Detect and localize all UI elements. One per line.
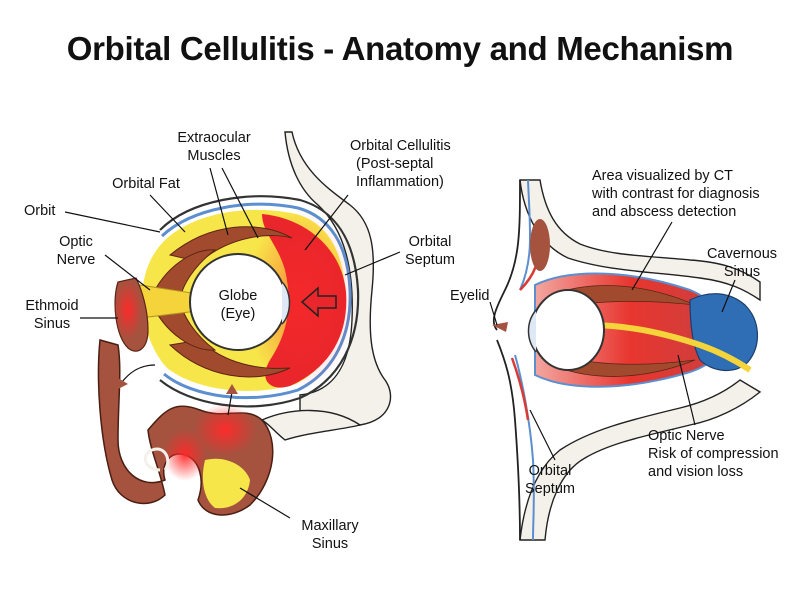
page-title: Orbital Cellulitis - Anatomy and Mechani… — [66, 30, 734, 67]
leader-orbital-septum-right — [529, 409, 556, 461]
label-orbital-fat: Orbital Fat — [112, 176, 180, 192]
label-orbital-septum-2: Septum — [405, 252, 455, 268]
nasal-concha — [143, 447, 170, 472]
inferior-muscle — [168, 339, 291, 378]
optic-nerve-right — [589, 322, 752, 373]
leader-maxillary — [239, 487, 291, 519]
label-globe-2: (Eye) — [221, 306, 256, 322]
left-panel: Extraocular Muscles Orbital Fat Orbit Op… — [24, 130, 455, 552]
spread-arrow-maxillary — [227, 391, 233, 416]
right-bone-lower — [519, 379, 762, 541]
cavernous-sinus-shape — [689, 293, 759, 371]
leader-orbit — [64, 211, 161, 233]
label-ct-3: and abscess detection — [592, 204, 736, 220]
label-optic-nerve-2: Nerve — [57, 252, 96, 268]
leader-optic-nerve — [104, 254, 151, 291]
label-optic-nerve-right-3: and vision loss — [648, 464, 743, 480]
vessel-lower — [510, 357, 530, 421]
label-globe-1: Globe — [219, 288, 258, 304]
label-optic-nerve-1: Optic — [59, 234, 93, 250]
leader-eyelid — [489, 301, 498, 326]
leader-orbital-cellulitis — [304, 194, 349, 251]
leader-cavernous — [721, 279, 736, 313]
label-orbital-septum-right-2: Septum — [525, 481, 575, 497]
label-orbital-cellulitis-2: (Post-septal — [356, 156, 433, 172]
label-orbital-cellulitis-1: Orbital Cellulitis — [350, 138, 451, 154]
leader-ct — [631, 221, 673, 291]
right-panel: Area visualized by CT with contrast for … — [450, 168, 779, 541]
leader-optic-nerve-right — [677, 354, 696, 426]
label-ct-2: with contrast for diagnosis — [591, 186, 760, 202]
label-cavernous-1: Cavernous — [707, 246, 777, 262]
skull-bone-lower — [260, 409, 362, 441]
label-extraocular-2: Muscles — [187, 148, 240, 164]
right-cornea — [527, 309, 537, 353]
leader-orbital-fat — [149, 194, 186, 233]
orbit-rim — [159, 195, 360, 408]
right-bone-upper — [519, 179, 761, 302]
pressure-arrow — [300, 286, 337, 318]
right-globe — [531, 289, 605, 371]
septum-line-upper — [519, 179, 532, 291]
label-orbital-septum-right-1: Orbital — [529, 463, 572, 479]
leader-extraocular — [209, 167, 259, 239]
label-maxillary-2: Sinus — [312, 536, 348, 552]
label-orbital-septum-1: Orbital — [409, 234, 452, 250]
label-orbit: Orbit — [24, 203, 55, 219]
label-optic-nerve-right-1: Optic Nerve — [648, 428, 725, 444]
label-cavernous-2: Sinus — [724, 264, 760, 280]
label-ct-1: Area visualized by CT — [592, 168, 733, 184]
right-inferior-muscle — [559, 357, 696, 377]
maxillary-sinus-shape — [202, 458, 250, 509]
eyelid-skin — [492, 179, 521, 331]
label-eyelid: Eyelid — [450, 288, 490, 304]
label-extraocular-1: Extraocular — [177, 130, 251, 146]
cornea — [281, 281, 291, 325]
lower-lid-skin — [496, 339, 521, 541]
leader-orbital-septum — [344, 251, 401, 276]
eyelid-tip — [492, 322, 508, 332]
label-maxillary-1: Maxillary — [301, 518, 359, 534]
label-optic-nerve-right-2: Risk of compression — [648, 446, 779, 462]
upper-lid-pad — [530, 219, 550, 271]
spread-arrow-ethmoid — [121, 364, 156, 383]
label-orbital-cellulitis-3: Inflammation) — [356, 174, 444, 190]
septum-line-lower — [514, 354, 535, 541]
label-ethmoid-1: Ethmoid — [25, 298, 78, 314]
label-ethmoid-2: Sinus — [34, 316, 70, 332]
